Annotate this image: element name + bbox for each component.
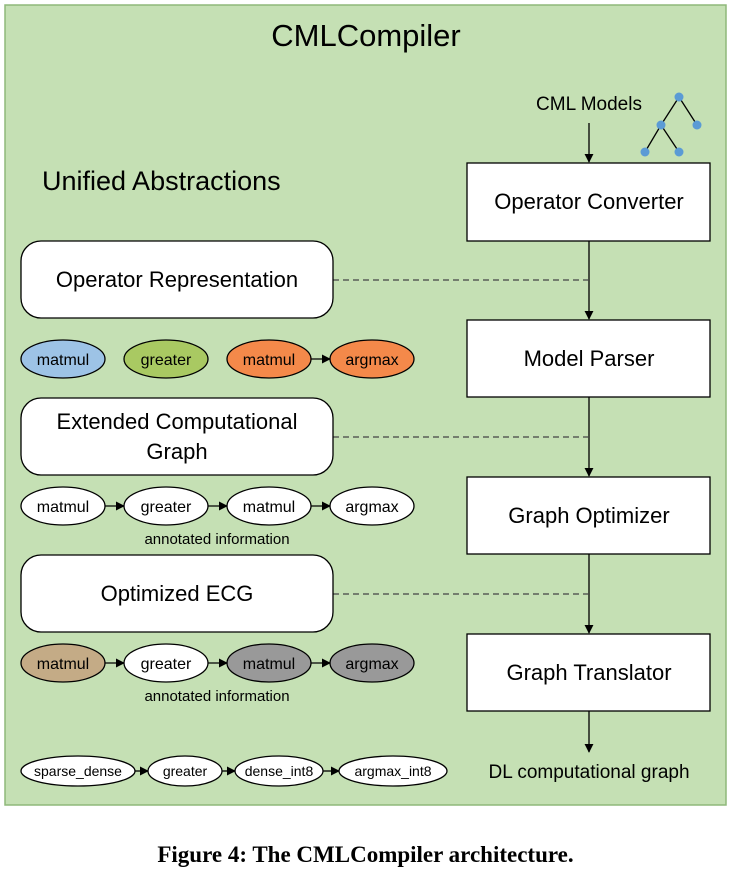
abstraction-label: Optimized ECG	[101, 581, 254, 606]
operator-node-label: argmax	[345, 352, 398, 369]
stage-model-parser: Model Parser	[466, 319, 711, 398]
operator-node-label: argmax_int8	[354, 763, 431, 779]
tree-model-icon	[640, 92, 702, 157]
abstraction-label-line-1: Extended Computational	[57, 409, 298, 434]
stage-label: Model Parser	[524, 346, 655, 371]
operator-row: matmul greater matmul argmax	[20, 339, 415, 379]
abstraction-operator-representation: Operator Representation	[20, 240, 334, 319]
stage-label: Operator Converter	[494, 189, 684, 214]
operator-node	[329, 339, 415, 379]
operator-node-label: matmul	[243, 352, 295, 369]
abstraction-label: Operator Representation	[56, 267, 298, 292]
abstraction-optimized-ecg: Optimized ECG	[20, 554, 334, 633]
stage-graph-optimizer: Graph Optimizer	[466, 476, 711, 555]
operator-node-label: sparse_dense	[34, 763, 122, 779]
abstraction-extended-computational-graph: Extended Computational Graph	[20, 397, 334, 476]
operator-node-label: matmul	[37, 499, 89, 516]
operator-node-label: matmul	[243, 656, 295, 673]
architecture-diagram: CMLCompiler Unified Abstractions CML Mod…	[4, 4, 727, 806]
translated-row: sparse_dense greater dense_int8 argmax_int8	[20, 755, 448, 787]
operator-node	[329, 643, 415, 683]
compiler-title: CMLCompiler	[271, 18, 460, 53]
operator-node-label: greater	[163, 763, 208, 779]
operator-node-label: greater	[141, 499, 192, 516]
stage-label: Graph Optimizer	[508, 503, 669, 528]
operator-node-label: matmul	[37, 352, 89, 369]
operator-node-label: matmul	[37, 656, 89, 673]
input-label: CML Models	[536, 94, 642, 115]
abstraction-label-line-2: Graph	[146, 439, 207, 464]
operator-node	[123, 339, 209, 379]
figure-caption: Figure 4: The CMLCompiler architecture.	[157, 842, 574, 867]
operator-node-label: argmax	[345, 656, 398, 673]
output-label: DL computational graph	[488, 762, 689, 783]
operator-node	[20, 339, 106, 379]
operator-node-label: greater	[141, 656, 192, 673]
stage-operator-converter: Operator Converter	[466, 162, 711, 242]
operator-node-label: argmax	[345, 499, 398, 516]
operator-node-label: greater	[141, 352, 192, 369]
operator-node	[329, 486, 415, 526]
stage-graph-translator: Graph Translator	[466, 633, 711, 712]
stage-label: Graph Translator	[506, 660, 671, 685]
operator-node-label: matmul	[243, 499, 295, 516]
section-title: Unified Abstractions	[42, 166, 281, 196]
optimized-ecg-row: matmul greater matmul argmax	[20, 643, 415, 683]
operator-node-label: dense_int8	[245, 763, 314, 779]
annotation-label-ecg: annotated information	[144, 531, 289, 548]
annotation-label-optimized: annotated information	[144, 688, 289, 705]
operator-node	[338, 755, 448, 787]
ecg-row: matmul greater matmul argmax	[20, 486, 415, 526]
